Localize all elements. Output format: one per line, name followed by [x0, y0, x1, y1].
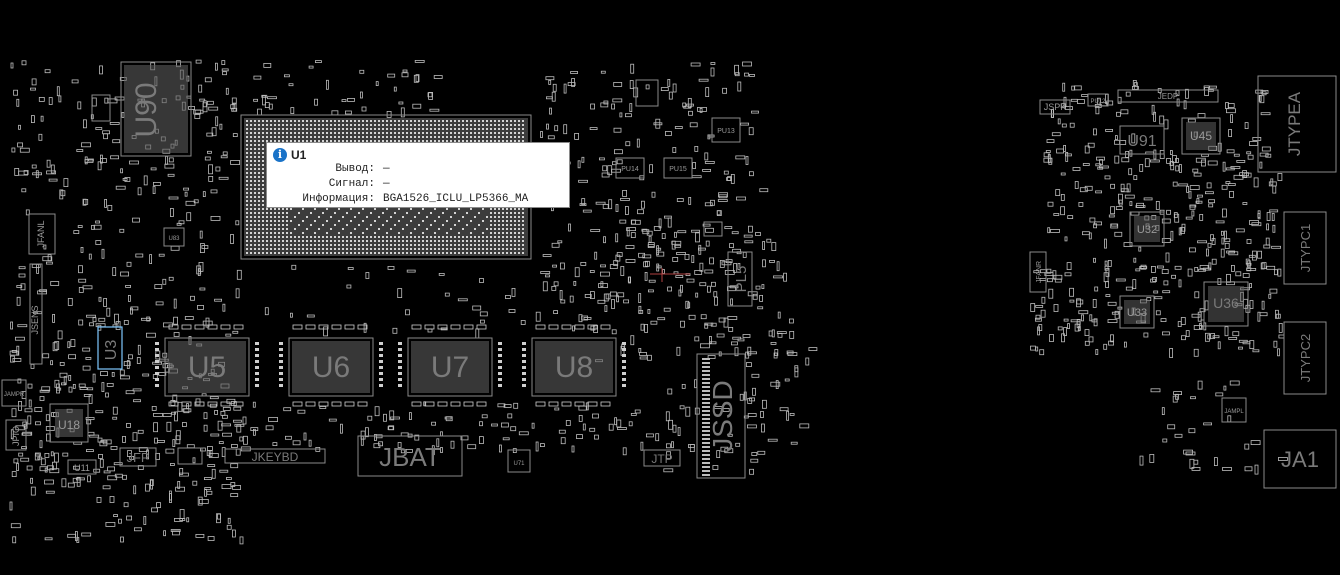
u6-label: U6 [312, 351, 350, 384]
component-u3[interactable]: U3 [97, 326, 123, 370]
component-pu14[interactable]: PU14 [615, 157, 645, 179]
jfanl-label: JFANL [36, 220, 46, 247]
connector-jtypea[interactable]: JTYPEA [1257, 75, 1337, 173]
component-pu13[interactable]: PU13 [711, 117, 741, 143]
component-u45[interactable]: U45 [1181, 117, 1221, 155]
jtypc2-label: JTYPC2 [1298, 334, 1313, 382]
component-u11[interactable]: U11 [67, 459, 97, 475]
connector-jedp[interactable]: JEDP [1117, 89, 1219, 103]
tooltip-key: Сигнал: [328, 178, 375, 190]
jedp-label: JEDP [1158, 92, 1178, 101]
info-icon: i [273, 148, 287, 162]
u33-label: U33 [1127, 307, 1147, 319]
connector-jbat[interactable]: JBAT [357, 435, 463, 477]
component-pads [9, 59, 1288, 545]
component-u6[interactable]: U6 [288, 337, 374, 397]
component-u8[interactable]: U8 [531, 337, 617, 397]
tooltip-row-pin: Вывод: — [267, 163, 567, 175]
connector-small[interactable] [177, 447, 203, 465]
jssd-pins [702, 358, 710, 476]
jtp-label: JTP [651, 452, 672, 466]
jkeybd-label: JKEYBD [252, 450, 299, 464]
component-u90[interactable]: U90 [120, 61, 192, 157]
component-u33[interactable]: U33 [1119, 295, 1155, 329]
connector-jtypc2[interactable]: JTYPC2 [1283, 321, 1327, 395]
component-u32[interactable]: U32 [1129, 211, 1165, 247]
jtypea-label: JTYPEA [1285, 91, 1304, 156]
component-pu15[interactable]: PU15 [663, 157, 693, 179]
pu14-label: PU14 [621, 166, 639, 173]
connector-ja1[interactable]: JA1 [1263, 429, 1337, 489]
u32-label: U32 [1137, 224, 1157, 236]
pl5-label: PL5 [733, 266, 750, 293]
u8-label: U8 [555, 351, 593, 384]
tooltip-row-info: Информация: BGA1526_ICLU_LP5366_MA [267, 193, 567, 205]
connector-jfp[interactable]: JFP [119, 447, 157, 467]
connector-jampr[interactable]: JAMPR [1, 379, 27, 407]
u11-label: U11 [74, 463, 90, 473]
jfanr-label: JFANR [1036, 261, 1043, 283]
connector-jfanl[interactable]: JFANL [28, 213, 56, 255]
component-u18[interactable]: U18 [49, 403, 89, 443]
pu12-label: PU12 [1090, 99, 1106, 105]
tooltip-value: BGA1526_ICLU_LP5366_MA [383, 193, 529, 205]
component-pu12[interactable]: PU12 [1087, 93, 1109, 107]
component-u5[interactable]: U5 [164, 337, 250, 397]
pu15-label: PU15 [669, 166, 687, 173]
tooltip-key: Вывод: [335, 163, 375, 175]
jpio-label: JPIO [11, 426, 21, 446]
component-block[interactable] [635, 79, 659, 107]
tooltip-row-signal: Сигнал: — [267, 178, 567, 190]
jampl-label: JAMPL [1224, 409, 1244, 415]
u5-label: U5 [188, 351, 226, 384]
connector-jssd[interactable]: JSSD [696, 353, 746, 479]
component-pl5[interactable]: PL5 [727, 251, 753, 307]
component-info-tooltip: i U1 Вывод: — Сигнал: — Информация: BGA1… [266, 142, 570, 208]
u91-label: U91 [1127, 133, 1156, 150]
jbat-label: JBAT [379, 442, 441, 472]
u1-ball-grid [246, 120, 524, 254]
memory-pad-rows [155, 324, 626, 407]
connector-jtypc1[interactable]: JTYPC1 [1283, 211, 1327, 285]
jfp-label: JFP [126, 450, 149, 465]
tooltip-value: — [383, 178, 390, 190]
component-u36[interactable]: U36 [1203, 281, 1249, 327]
u90-label: U90 [130, 82, 163, 137]
component-u83[interactable]: U83 [163, 227, 185, 247]
jssd-label: JSSD [707, 380, 738, 452]
component-u71[interactable]: U71 [507, 449, 531, 473]
u7-label: U7 [431, 351, 469, 384]
connector-jtp[interactable]: JTP [643, 449, 681, 467]
component-u91[interactable]: U91 [1119, 125, 1165, 155]
u36-label: U36 [1213, 295, 1239, 311]
jspk-label: JSPK [1044, 102, 1067, 112]
connector-jsens[interactable]: JSENS [29, 263, 43, 365]
u71-label: U71 [513, 461, 525, 467]
jtypc1-label: JTYPC1 [1298, 224, 1313, 272]
connector-jampl[interactable]: JAMPL [1221, 397, 1247, 423]
jsens-label: JSENS [30, 305, 40, 334]
u18-label: U18 [58, 418, 80, 432]
tooltip-key: Информация: [302, 193, 375, 205]
connector-jpio[interactable]: JPIO [5, 419, 27, 451]
tooltip-title: U1 [291, 148, 307, 162]
u3-label: U3 [103, 340, 120, 361]
connector-jspk[interactable]: JSPK [1039, 99, 1071, 115]
pu13-label: PU13 [717, 128, 735, 135]
component-block[interactable] [91, 94, 111, 122]
tooltip-value: — [383, 163, 390, 175]
u45-label: U45 [1190, 129, 1212, 143]
component-u7[interactable]: U7 [407, 337, 493, 397]
ja1-label: JA1 [1281, 447, 1319, 472]
connector-jkeybd[interactable]: JKEYBD [224, 448, 326, 464]
jampr-label: JAMPR [4, 392, 25, 398]
u83-label: U83 [168, 236, 180, 242]
connector-jfanr[interactable]: JFANR [1029, 251, 1047, 293]
component-block[interactable] [703, 221, 723, 237]
